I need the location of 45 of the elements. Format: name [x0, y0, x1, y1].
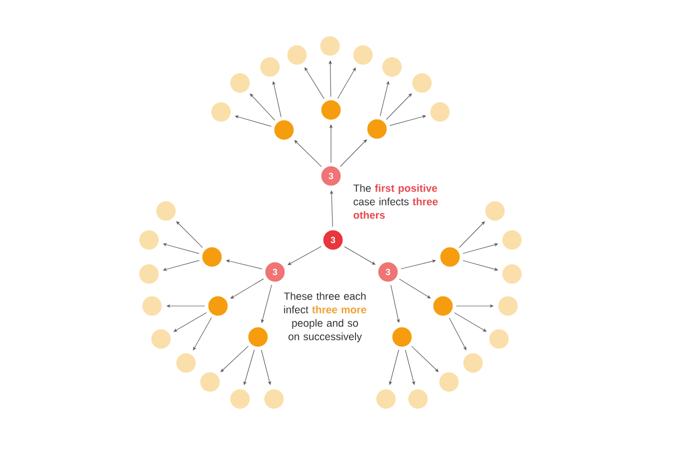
case-circle — [200, 372, 220, 392]
arrow — [340, 139, 367, 167]
case-circle — [366, 118, 388, 140]
case-circle — [440, 246, 460, 268]
arrow — [294, 140, 322, 167]
case-circle — [176, 352, 196, 374]
case-circle — [484, 200, 506, 222]
case-circle — [156, 200, 176, 222]
case-circle — [230, 388, 250, 410]
case-circle — [208, 296, 228, 316]
case-circle — [412, 72, 432, 94]
case-circle — [264, 388, 284, 410]
case-circle — [502, 230, 522, 250]
case-circle — [260, 56, 280, 78]
case-circle — [138, 230, 160, 250]
arrow — [176, 221, 203, 248]
case-circle — [320, 100, 342, 120]
case-circle — [430, 102, 450, 122]
arrow — [459, 221, 485, 248]
case-circle — [376, 388, 396, 410]
arrow — [288, 246, 322, 266]
case-circle — [462, 352, 484, 374]
arrow — [390, 284, 400, 323]
case-circle — [138, 264, 160, 284]
arrow — [386, 93, 412, 120]
case-circle — [286, 44, 308, 66]
case-circle — [432, 296, 454, 316]
case-circle — [320, 36, 340, 56]
case-circle — [150, 328, 172, 350]
case-circle — [382, 56, 402, 78]
case-circle — [392, 326, 412, 348]
case-circle — [210, 102, 232, 122]
case-circle — [488, 328, 510, 350]
note-text: These three each infect three more people and so on successively — [284, 292, 366, 342]
case-circle — [408, 388, 428, 410]
case-circle — [248, 326, 268, 348]
case-circle — [502, 264, 522, 284]
case-circle — [142, 296, 162, 316]
note-text: The first positive case infects three others — [353, 184, 438, 219]
case-circle — [274, 120, 294, 140]
case-circle — [230, 72, 250, 94]
case-circle — [438, 372, 460, 392]
case-circle — [352, 44, 374, 66]
case-circle — [498, 296, 518, 316]
case-circle — [202, 246, 222, 268]
